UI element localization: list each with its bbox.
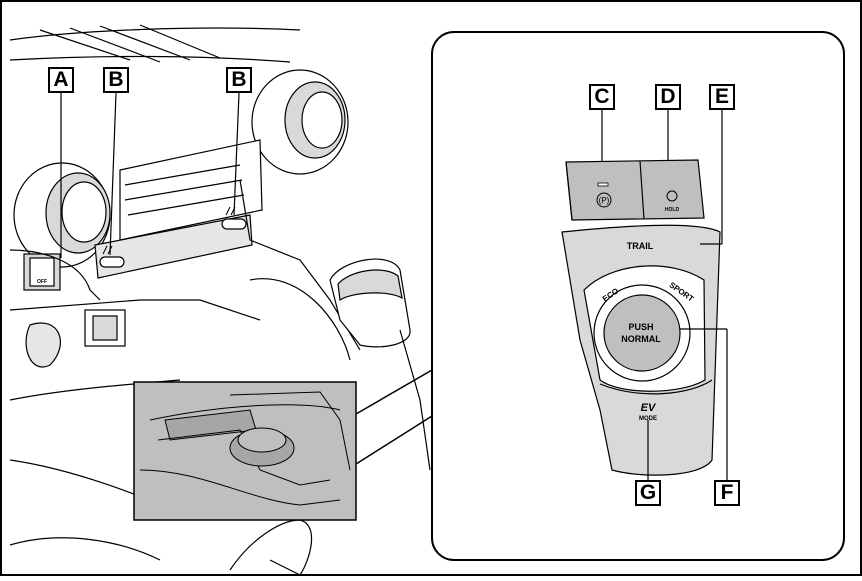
normal-label: NORMAL xyxy=(621,334,661,344)
parking-symbol: (P) xyxy=(599,196,610,205)
off-label: OFF xyxy=(37,279,47,285)
push-label: PUSH xyxy=(628,322,653,332)
callout-b-right: B xyxy=(226,67,252,93)
drive-mode-panel xyxy=(561,224,721,476)
leader-lines xyxy=(60,92,728,480)
ev-label: EV xyxy=(641,402,657,414)
callout-c: C xyxy=(589,84,615,110)
hold-label: HOLD xyxy=(665,207,680,213)
callout-b-left: B xyxy=(103,67,129,93)
callout-a: A xyxy=(48,67,74,93)
callout-e: E xyxy=(709,84,735,110)
mode-label: MODE xyxy=(639,416,657,422)
dashboard-drawing xyxy=(9,24,433,576)
callout-g: G xyxy=(635,480,661,506)
trail-label: TRAIL xyxy=(627,241,654,251)
callout-d: D xyxy=(655,84,681,110)
inset-box xyxy=(133,381,357,521)
parking-hold-switches xyxy=(565,159,705,221)
callout-f: F xyxy=(714,480,740,506)
